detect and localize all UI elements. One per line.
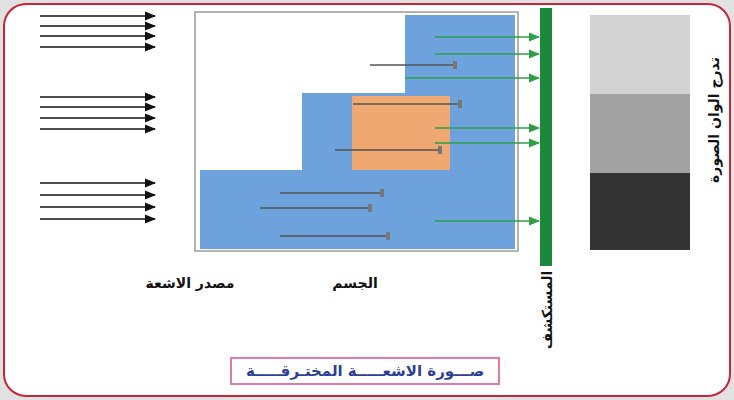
ray-arrow — [40, 46, 155, 48]
ray-arrow — [40, 25, 155, 27]
ray-arrow — [40, 96, 155, 98]
passed-ray — [405, 77, 539, 79]
detector-bar — [540, 8, 552, 266]
ray-arrow — [40, 194, 155, 196]
absorbed-ray — [353, 100, 462, 108]
passed-ray — [435, 142, 539, 144]
ray-arrow — [40, 218, 155, 220]
absorbed-ray — [370, 61, 457, 69]
source-label: مصدر الاشعة — [146, 275, 235, 292]
ray-arrow — [40, 182, 155, 184]
caption-box: صـــورة الاشعـــــة المختـرقـــــة — [230, 357, 500, 385]
passed-ray — [435, 53, 539, 55]
ray-arrow — [40, 128, 155, 130]
absorbed-rays — [260, 61, 462, 240]
ray-arrow — [40, 15, 155, 17]
gradient-label: تدرج الوان الصورة — [706, 57, 723, 183]
detector-label: المستكشف — [539, 271, 556, 349]
light-shade — [590, 15, 690, 94]
dense-part — [352, 96, 450, 170]
ray-arrow — [40, 206, 155, 208]
object-label: الجسم — [332, 275, 377, 292]
passed-rays — [405, 37, 539, 221]
object-frame — [195, 12, 518, 251]
absorbed-ray — [280, 232, 390, 240]
passed-ray — [435, 127, 539, 129]
mid-shade — [590, 94, 690, 173]
frame — [4, 4, 730, 396]
passed-ray — [435, 220, 539, 222]
caption: صـــورة الاشعـــــة المختـرقـــــة — [246, 362, 484, 380]
absorbed-ray — [260, 204, 372, 212]
ray-arrow — [40, 117, 155, 119]
ray-arrow — [40, 35, 155, 37]
absorbed-ray — [280, 189, 384, 197]
absorbed-ray — [335, 146, 442, 154]
object-body — [200, 15, 515, 249]
ray-arrow — [40, 106, 155, 108]
dark-shade — [590, 173, 690, 250]
source-rays — [40, 16, 155, 219]
passed-ray — [435, 36, 539, 38]
